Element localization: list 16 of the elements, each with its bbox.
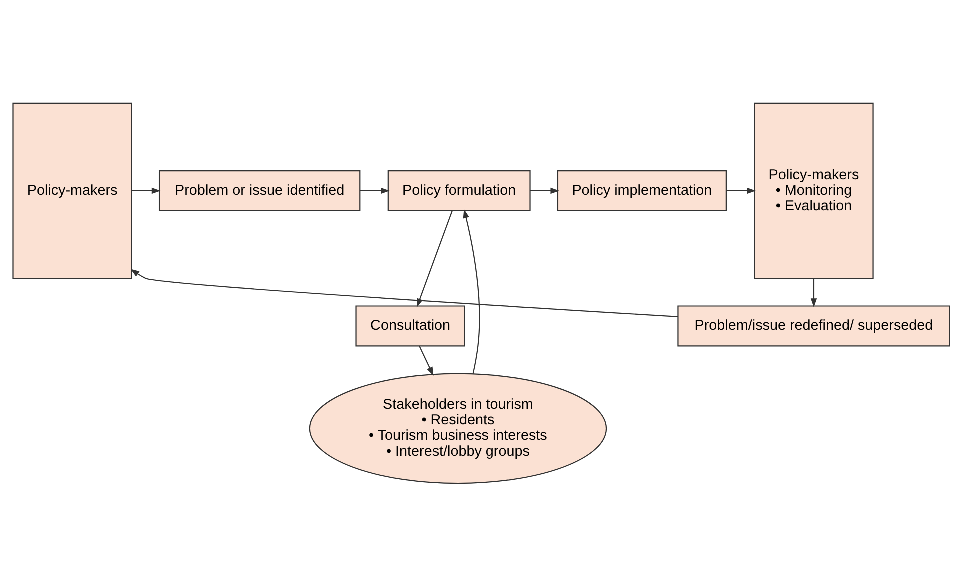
arrow — [130, 269, 678, 318]
arrow — [530, 188, 560, 194]
node-box: Policy-makers — [12, 102, 132, 280]
arrow — [360, 188, 390, 194]
node-box: Problem or issue identified — [158, 170, 361, 212]
arrow — [726, 188, 756, 194]
node-box: Consultation — [356, 306, 466, 347]
arrow — [810, 278, 818, 308]
arrow — [132, 188, 161, 194]
node-box: Policy-makers • Monitoring • Evaluation — [754, 102, 874, 280]
arrow — [419, 346, 434, 376]
node-ellipse: Stakeholders in tourism • Residents • Tourism business interests • Interest/lobby groups — [309, 373, 608, 484]
node-box: Policy implementation — [557, 170, 727, 212]
arrow — [463, 209, 480, 374]
node-box: Problem/issue redefined/ superseded — [678, 306, 950, 347]
node-box: Policy formulation — [388, 170, 531, 212]
